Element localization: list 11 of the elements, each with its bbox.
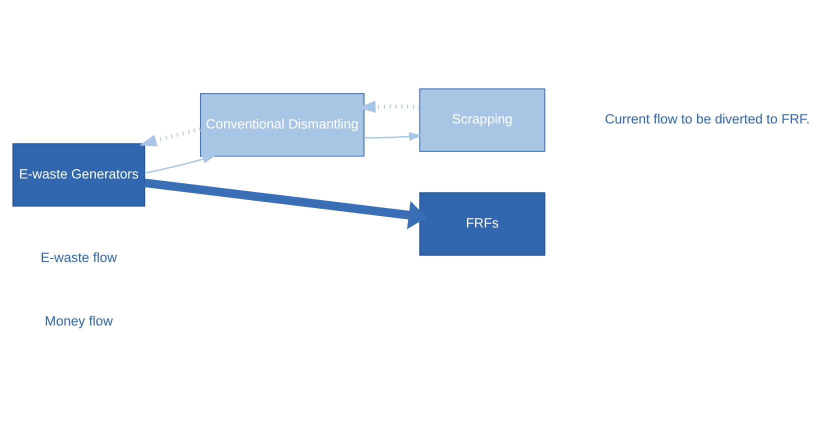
- arrow: [144, 178, 427, 229]
- arrow: [144, 154, 216, 174]
- node-box: E-waste Generators: [12, 142, 146, 206]
- arrow: [139, 127, 201, 146]
- label: Current flow to be diverted to FRF.: [604, 111, 810, 126]
- node-box: Scrapping: [419, 88, 546, 152]
- arrow: [364, 132, 422, 140]
- legend-label: Money flow: [44, 313, 113, 328]
- legend-label: E-waste flow: [40, 250, 117, 265]
- node-box: FRFs: [419, 192, 546, 256]
- node-box: Conventional Dismantling: [200, 92, 364, 156]
